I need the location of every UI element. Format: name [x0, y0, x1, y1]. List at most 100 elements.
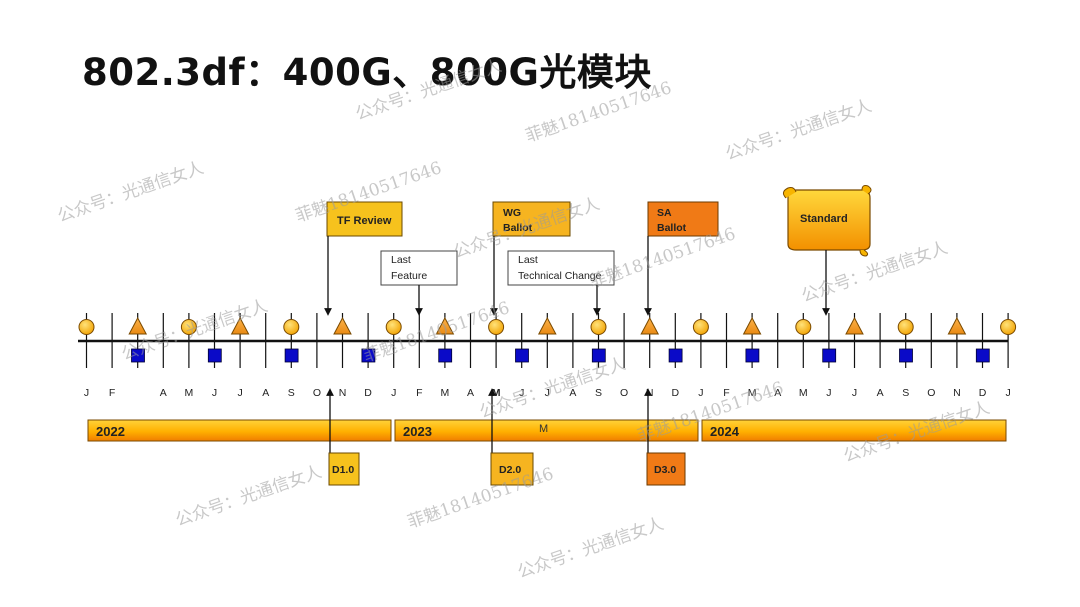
- draft-d3: D3.0: [644, 388, 686, 486]
- month-label: J: [698, 387, 703, 399]
- circle-marker: [795, 319, 812, 335]
- watermark-10: 菲魅18140517646: [361, 298, 512, 367]
- month-label: J: [852, 387, 857, 399]
- triangle-marker: [845, 316, 864, 335]
- month-label: M: [748, 387, 757, 399]
- year-label-2023: 2023: [403, 424, 432, 439]
- month-label: A: [262, 387, 269, 399]
- month-label: J: [391, 387, 396, 399]
- last-tech-line2: Technical Change: [518, 270, 602, 282]
- month-label: A: [774, 387, 781, 399]
- square-marker: [284, 348, 299, 363]
- year-note-2023: M: [539, 423, 548, 435]
- milestone-standard: Standard: [782, 185, 872, 316]
- triangle-marker: [742, 316, 762, 335]
- last-feature-line1: Last: [391, 254, 411, 266]
- d2-label: D2.0: [499, 464, 521, 476]
- month-label: N: [339, 387, 347, 399]
- last-feature-line2: Feature: [391, 270, 427, 282]
- month-label: J: [237, 387, 242, 399]
- d1-label: D1.0: [332, 464, 354, 476]
- month-label: S: [902, 387, 909, 399]
- square-marker: [438, 348, 453, 363]
- square-marker: [668, 348, 683, 363]
- circle-marker: [897, 319, 914, 335]
- draft-d1: D1.0: [326, 388, 360, 486]
- square-marker: [591, 348, 606, 363]
- month-label: N: [953, 387, 961, 399]
- month-label: D: [364, 387, 372, 399]
- circle-marker: [283, 319, 300, 335]
- year-label-2022: 2022: [96, 424, 125, 439]
- square-marker: [975, 348, 990, 363]
- sa-ballot-line1: SA: [657, 207, 672, 219]
- month-label: J: [519, 387, 524, 399]
- circle-marker: [590, 319, 607, 335]
- triangle-marker: [640, 316, 660, 335]
- month-label: N: [646, 387, 654, 399]
- month-label: J: [1005, 387, 1010, 399]
- triangle-marker: [128, 316, 148, 335]
- month-label: O: [927, 387, 935, 399]
- watermark-4: 公众号：光通信女人: [723, 96, 874, 165]
- circle-marker: [692, 319, 709, 335]
- square-marker: [207, 348, 222, 363]
- milestone-last-technical-change: Last Technical Change: [507, 250, 615, 316]
- month-label: O: [313, 387, 321, 399]
- milestone-sa-ballot: SA Ballot: [644, 201, 719, 316]
- circle-marker: [385, 319, 402, 335]
- milestone-last-feature: Last Feature: [380, 250, 458, 316]
- month-label: A: [569, 387, 576, 399]
- watermarks: 公众号：光通信女人 公众号：光通信女人 菲魅18140517646 公众号：光通…: [55, 56, 992, 583]
- square-marker: [515, 348, 529, 363]
- month-label: M: [185, 387, 194, 399]
- year-bar-2023: 2023 M: [394, 419, 699, 442]
- month-label: S: [288, 387, 295, 399]
- month-label: D: [672, 387, 680, 399]
- watermark-2: 公众号：光通信女人: [353, 56, 504, 125]
- month-label: J: [545, 387, 550, 399]
- timeline-symbols: [78, 316, 1017, 363]
- year-bar-2022: 2022: [87, 419, 392, 442]
- watermark-15: 菲魅18140517646: [405, 464, 556, 533]
- month-label: J: [826, 387, 831, 399]
- last-tech-line1: Last: [518, 254, 538, 266]
- month-label: M: [799, 387, 808, 399]
- watermark-16: 公众号：光通信女人: [515, 514, 666, 583]
- month-label: F: [416, 387, 422, 399]
- circle-marker: [488, 319, 505, 335]
- month-label: M: [492, 387, 501, 399]
- month-label: A: [877, 387, 884, 399]
- month-label: F: [109, 387, 115, 399]
- circle-marker: [1000, 319, 1017, 335]
- wg-ballot-line1: WG: [503, 207, 521, 219]
- triangle-marker: [230, 316, 250, 335]
- standard-label: Standard: [800, 213, 848, 225]
- month-label: J: [212, 387, 217, 399]
- month-label: M: [441, 387, 450, 399]
- circle-marker: [78, 319, 95, 335]
- month-label: J: [84, 387, 89, 399]
- square-marker: [899, 348, 913, 363]
- month-label: A: [467, 387, 474, 399]
- milestone-tf-review: TF Review: [324, 201, 403, 316]
- milestone-wg-ballot: WG Ballot: [490, 201, 571, 316]
- tf-review-label: TF Review: [337, 215, 392, 227]
- circle-marker: [180, 319, 197, 335]
- year-bar-2024: 2024: [701, 419, 1007, 442]
- triangle-marker: [537, 316, 557, 335]
- triangle-marker: [435, 316, 455, 335]
- wg-ballot-line2: Ballot: [503, 222, 533, 234]
- square-marker: [131, 348, 145, 363]
- watermark-14: 公众号：光通信女人: [173, 462, 324, 531]
- triangle-marker: [947, 316, 967, 335]
- triangle-marker: [333, 316, 352, 335]
- square-marker: [745, 348, 760, 363]
- month-label: O: [620, 387, 628, 399]
- square-marker: [822, 348, 837, 363]
- month-label: D: [979, 387, 987, 399]
- d3-label: D3.0: [654, 464, 676, 476]
- sa-ballot-line2: Ballot: [657, 222, 687, 234]
